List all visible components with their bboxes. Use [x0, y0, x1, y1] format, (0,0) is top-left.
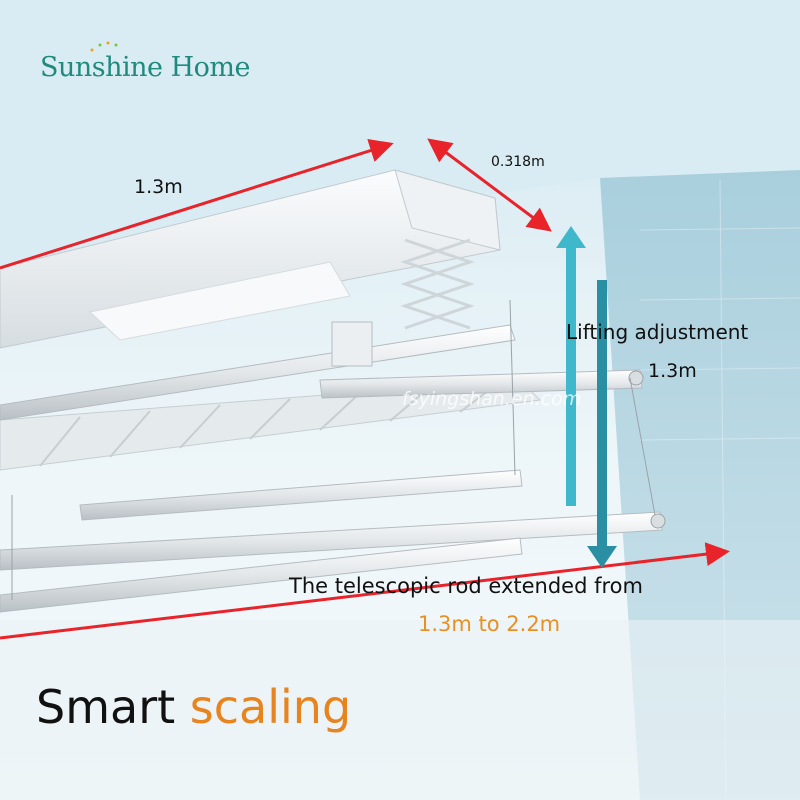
telescopic-label: The telescopic rod extended from	[289, 574, 643, 598]
brand-sparkle-icon	[90, 41, 118, 52]
lift-arrow-down	[587, 280, 617, 568]
cables	[11, 299, 656, 600]
headline: Smart scaling	[36, 680, 351, 734]
headline-word-scaling: scaling	[189, 680, 352, 734]
haze	[0, 620, 800, 800]
telescopic-range: 1.3m to 2.2m	[418, 612, 561, 636]
length-label: 1.3m	[134, 176, 183, 198]
length-arrow	[0, 139, 394, 270]
watermark: fsyingshan.en.com	[402, 388, 582, 410]
rods	[0, 321, 666, 613]
brand-logo: Sunshine Home	[40, 52, 251, 83]
lift-arrow-up	[556, 226, 586, 506]
ceiling	[0, 0, 800, 270]
lifting-value: 1.3m	[648, 360, 697, 382]
depth-arrow	[427, 138, 552, 232]
depth-label: 0.318m	[491, 154, 545, 170]
light-panel	[88, 261, 351, 341]
scissor-arms	[400, 238, 475, 330]
headline-word-smart: Smart	[36, 680, 176, 734]
telescopic-arrow	[0, 542, 730, 640]
lifting-label: Lifting adjustment	[566, 320, 749, 344]
